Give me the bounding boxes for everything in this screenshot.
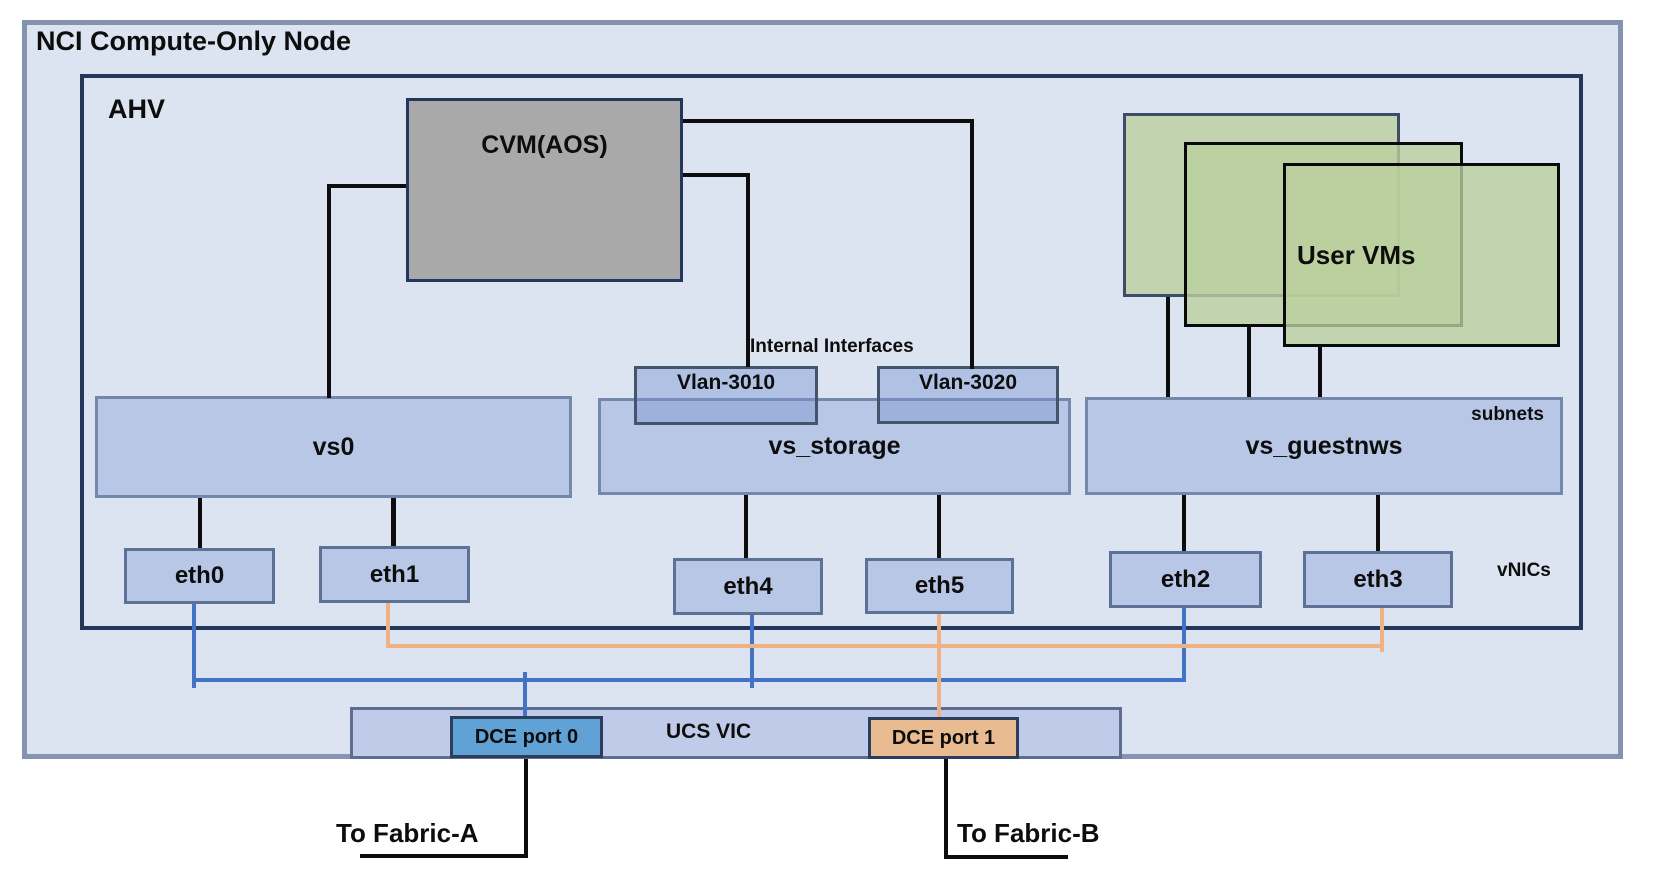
vlan-3020-label: Vlan-3020	[918, 371, 1018, 394]
to-fabric-b-label: To Fabric-B	[957, 818, 1100, 848]
connector-cvm-vs0-vertical	[327, 184, 331, 398]
dce-port-0-label: DCE port 0	[474, 725, 579, 748]
vlan-3020-box: Vlan-3020	[877, 366, 1059, 424]
cvm-label: CVM(AOS)	[481, 131, 608, 159]
cvm-box: CVM(AOS)	[406, 98, 683, 282]
vnic-eth3: eth3	[1303, 551, 1453, 608]
user-vm-box-3	[1283, 163, 1560, 347]
fabric-a-drop-eth0	[192, 604, 196, 688]
fabric-a-bus	[192, 678, 1186, 682]
vs-storage-label: vs_storage	[768, 432, 901, 460]
connector-vsguestnws-eth3	[1376, 495, 1380, 551]
internal-interfaces-label: Internal Interfaces	[750, 336, 914, 357]
connector-vm3-vsguestnws	[1318, 347, 1322, 397]
vnic-eth4: eth4	[673, 558, 823, 615]
connector-cvm-vs0-horizontal	[329, 184, 406, 188]
dce-port-1-label: DCE port 1	[891, 726, 996, 749]
fabric-b-drop-eth5-dce1	[937, 614, 941, 717]
connector-vsstorage-eth4	[744, 495, 748, 558]
vnic-eth1: eth1	[319, 546, 470, 603]
connector-vsstorage-eth5	[937, 495, 941, 558]
eth1-label: eth1	[369, 560, 420, 588]
vswitch-vs-guestnws: vs_guestnws subnets	[1085, 397, 1563, 495]
fabric-b-drop-eth1	[386, 603, 390, 648]
fabric-a-uplink-horizontal	[360, 854, 528, 858]
connector-vs0-eth0	[198, 498, 202, 548]
connector-cvm-vlan3010-vertical	[746, 173, 750, 367]
fabric-b-uplink-vertical	[944, 759, 948, 859]
ahv-label: AHV	[108, 94, 166, 124]
fabric-b-bus	[386, 644, 1384, 648]
fabric-a-uplink-vertical	[524, 759, 528, 858]
eth3-label: eth3	[1353, 565, 1403, 593]
fabric-a-drop-eth4	[750, 615, 754, 688]
eth4-label: eth4	[723, 572, 773, 600]
node-title: NCI Compute-Only Node	[36, 26, 351, 56]
ucs-vic-label: UCS VIC	[666, 720, 752, 743]
fabric-a-drop-dce0	[523, 672, 527, 716]
connector-vm2-vsguestnws	[1247, 327, 1251, 397]
vnic-eth5: eth5	[865, 558, 1014, 614]
connector-vsguestnws-eth2	[1182, 495, 1186, 551]
ahv-box	[80, 74, 1583, 630]
to-fabric-a-label: To Fabric-A	[336, 818, 479, 848]
dce-port-1-box: DCE port 1	[868, 717, 1019, 759]
vnic-eth2: eth2	[1109, 551, 1262, 608]
user-vms-label: User VMs	[1297, 240, 1416, 270]
vlan-3010-label: Vlan-3010	[676, 371, 776, 394]
eth5-label: eth5	[914, 572, 965, 599]
subnets-label: subnets	[1471, 404, 1544, 425]
vs-guestnws-label: vs_guestnws	[1245, 431, 1403, 460]
vs0-label: vs0	[312, 432, 355, 461]
connector-cvm-vlan3020-vertical	[970, 119, 974, 369]
vnics-label: vNICs	[1497, 560, 1551, 581]
eth2-label: eth2	[1160, 565, 1211, 593]
vswitch-vs-storage: vs_storage	[598, 398, 1071, 495]
dce-port-0-box: DCE port 0	[450, 716, 603, 758]
fabric-b-drop-eth3	[1380, 608, 1384, 652]
connector-cvm-vlan3010-horizontal	[683, 173, 750, 177]
connector-cvm-vlan3020-horizontal	[683, 119, 974, 123]
eth0-label: eth0	[174, 562, 225, 589]
connector-vs0-eth1	[391, 498, 396, 546]
vnic-eth0: eth0	[124, 548, 275, 604]
vswitch-vs0: vs0	[95, 396, 572, 498]
fabric-b-uplink-horizontal	[944, 855, 1068, 859]
vlan-3010-box: Vlan-3010	[634, 366, 818, 425]
connector-vm1-vsguestnws	[1166, 297, 1170, 397]
